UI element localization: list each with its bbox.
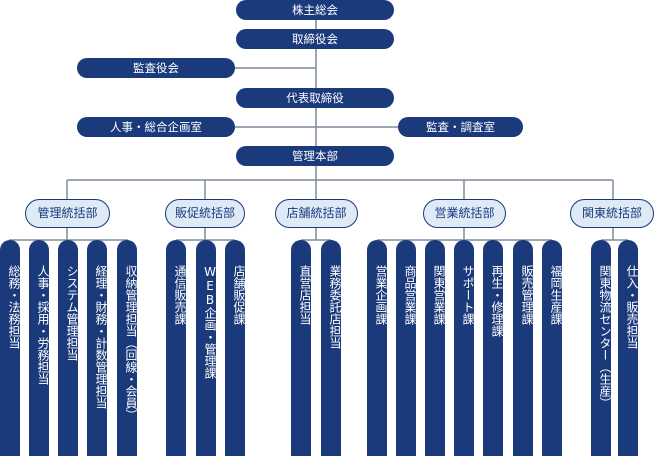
section-column: 人事・採用・労務担当 bbox=[29, 240, 50, 456]
section-label: 仕入・販売担当 bbox=[625, 265, 639, 349]
section-column: 直営店担当 bbox=[291, 240, 312, 456]
division-management: 管理統括部 bbox=[25, 199, 110, 228]
section-column: 店舗販促課 bbox=[225, 240, 246, 456]
section-column: WEB企画・管理課 bbox=[196, 240, 217, 456]
division-kanto: 関東統括部 bbox=[570, 199, 654, 228]
division-stores: 店舗統括部 bbox=[275, 199, 358, 228]
section-label: 収納管理担当（回線・会員） bbox=[124, 265, 138, 421]
section-label: 店舗販促課 bbox=[232, 265, 246, 325]
section-column: 営業企画課 bbox=[367, 240, 388, 456]
section-label: 商品営業課 bbox=[403, 265, 417, 325]
section-column: 関東物流センター（生産） bbox=[591, 240, 612, 456]
section-column: システム管理担当 bbox=[58, 240, 79, 456]
section-column: 業務委託店担当 bbox=[321, 240, 342, 456]
section-column: 商品営業課 bbox=[396, 240, 417, 456]
section-label: 営業企画課 bbox=[374, 265, 388, 325]
section-label: システム管理担当 bbox=[65, 265, 79, 361]
section-column: 再生・修理課 bbox=[483, 240, 504, 456]
section-column: 経理・財務・計数管理担当 bbox=[87, 240, 108, 456]
section-label: 直営店担当 bbox=[298, 265, 312, 325]
section-column: 販売管理課 bbox=[513, 240, 534, 456]
section-column: 収納管理担当（回線・会員） bbox=[117, 240, 138, 456]
division-sales: 営業統括部 bbox=[423, 199, 506, 228]
section-label: 販売管理課 bbox=[520, 265, 534, 325]
section-column: サポート課 bbox=[454, 240, 475, 456]
hr-planning-office-box: 人事・総合企画室 bbox=[77, 117, 235, 137]
audit-research-office-box: 監査・調査室 bbox=[398, 117, 523, 137]
section-label: 関東営業課 bbox=[432, 265, 446, 325]
section-column: 通信販売課 bbox=[166, 240, 187, 456]
section-column: 関東営業課 bbox=[425, 240, 446, 456]
admin-headquarters-box: 管理本部 bbox=[236, 146, 394, 166]
section-column: 福岡生産課 bbox=[542, 240, 563, 456]
representative-director-box: 代表取締役 bbox=[236, 88, 394, 108]
board-of-directors-box: 取締役会 bbox=[236, 29, 394, 49]
section-column: 仕入・販売担当 bbox=[618, 240, 639, 456]
board-of-auditors-box: 監査役会 bbox=[77, 58, 235, 78]
section-label: 通信販売課 bbox=[173, 265, 187, 325]
section-label: WEB企画・管理課 bbox=[203, 265, 217, 379]
section-label: 福岡生産課 bbox=[549, 265, 563, 325]
section-label: 業務委託店担当 bbox=[328, 265, 342, 349]
section-label: 人事・採用・労務担当 bbox=[36, 265, 50, 385]
shareholders-meeting-box: 株主総会 bbox=[236, 0, 394, 20]
section-label: 再生・修理課 bbox=[490, 265, 504, 337]
section-label: 経理・財務・計数管理担当 bbox=[94, 265, 108, 409]
division-promotion: 販促統括部 bbox=[165, 199, 245, 228]
section-label: 関東物流センター（生産） bbox=[598, 265, 612, 409]
section-label: サポート課 bbox=[461, 265, 475, 325]
section-label: 総務・法務担当 bbox=[7, 265, 21, 349]
section-column: 総務・法務担当 bbox=[0, 240, 21, 456]
